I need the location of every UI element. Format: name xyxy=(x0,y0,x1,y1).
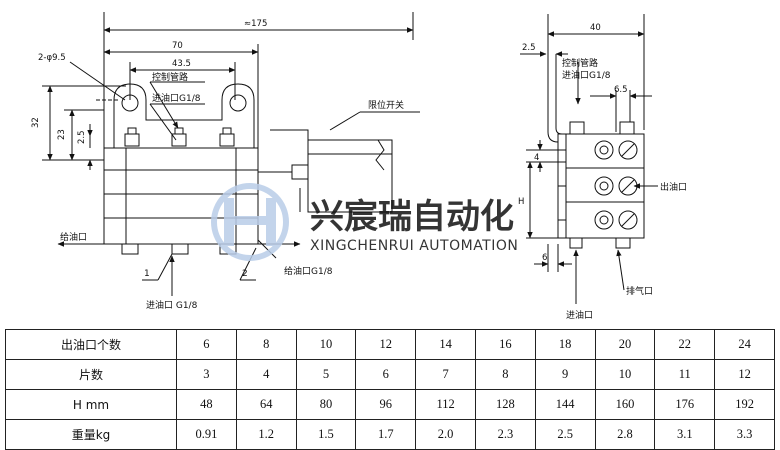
table-cell: 8 xyxy=(474,359,536,390)
table-cell: 80 xyxy=(295,389,357,420)
table-cell: 96 xyxy=(355,389,417,420)
table-cell: 20 xyxy=(594,329,656,360)
table-cell: 2.5 xyxy=(534,419,596,450)
table-cell: 14 xyxy=(415,329,476,360)
row-header: H mm xyxy=(5,389,177,420)
table-cell: 10 xyxy=(594,359,656,390)
table-cell: 12 xyxy=(355,329,417,360)
label-feed-port: 给油口 xyxy=(60,231,87,243)
table-cell: 1.5 xyxy=(295,419,357,450)
table-cell: 128 xyxy=(474,389,536,420)
table-cell: 22 xyxy=(654,329,716,360)
label-feed-port-size: 给油口G1/8 xyxy=(284,265,333,277)
row-header: 重量kg xyxy=(5,419,177,450)
label-inlet-top: 进油口G1/8 xyxy=(152,92,201,104)
table-cell: 10 xyxy=(295,329,357,360)
side-dim-2-5: 2.5 xyxy=(522,43,536,53)
table-cell: 9 xyxy=(534,359,596,390)
side-dim-4: 4 xyxy=(534,153,539,163)
watermark-logo-icon xyxy=(211,183,289,261)
watermark: 兴宸瑞自动化 XINGCHENRUI AUTOMATION xyxy=(211,183,518,261)
watermark-cn: 兴宸瑞自动化 xyxy=(310,197,514,237)
table-cell: 24 xyxy=(714,329,775,360)
side-dim-h: H xyxy=(518,197,524,207)
side-dim-6: 6 xyxy=(542,253,547,263)
technical-drawing: ≈175 70 43.5 2-φ9.5 32 23 2.5 控制管路 进油口G1… xyxy=(31,12,687,321)
side-label-inlet-bottom: 进油口 xyxy=(566,309,593,321)
table-cell: 6 xyxy=(355,359,417,390)
table-cell: 0.91 xyxy=(176,419,237,450)
table-cell: 12 xyxy=(714,359,775,390)
table-cell: 160 xyxy=(594,389,656,420)
label-limit-switch: 限位开关 xyxy=(368,99,404,111)
side-dim-40: 40 xyxy=(590,23,601,33)
table-cell: 112 xyxy=(415,389,476,420)
table-cell: 2.0 xyxy=(415,419,476,450)
dim-70: 70 xyxy=(172,41,183,51)
front-view xyxy=(42,12,420,296)
side-view xyxy=(520,14,658,304)
table-cell: 144 xyxy=(534,389,596,420)
dim-43-5: 43.5 xyxy=(172,59,191,69)
table-cell: 6 xyxy=(176,329,237,360)
table-cell: 16 xyxy=(474,329,536,360)
table-cell: 5 xyxy=(295,359,357,390)
dim-23: 23 xyxy=(57,129,67,140)
side-label-outlet: 出油口 xyxy=(660,181,687,193)
row-header: 片数 xyxy=(5,359,177,390)
table-cell: 3.3 xyxy=(714,419,775,450)
table-cell: 48 xyxy=(176,389,237,420)
side-label-control-pipe: 控制管路 xyxy=(562,57,598,69)
table-cell: 192 xyxy=(714,389,775,420)
side-label-vent: 排气口 xyxy=(626,285,653,297)
table-cell: 11 xyxy=(654,359,716,390)
table-cell: 64 xyxy=(235,389,297,420)
table-cell: 4 xyxy=(235,359,297,390)
dim-32: 32 xyxy=(31,117,41,128)
table-cell: 2.8 xyxy=(594,419,656,450)
table-cell: 3 xyxy=(176,359,237,390)
dim-hole: 2-φ9.5 xyxy=(38,53,66,63)
label-control-pipe: 控制管路 xyxy=(152,71,188,83)
side-dim-6-5: 6.5 xyxy=(614,85,628,95)
watermark-en: XINGCHENRUI AUTOMATION xyxy=(310,238,518,254)
label-inlet-bottom: 进油口 G1/8 xyxy=(146,299,198,311)
table-cell: 3.1 xyxy=(654,419,716,450)
table-cell: 1.2 xyxy=(235,419,297,450)
dim-total: ≈175 xyxy=(244,19,267,29)
table-cell: 7 xyxy=(415,359,476,390)
callout-2: 2 xyxy=(242,269,248,279)
table-cell: 1.7 xyxy=(355,419,417,450)
table-cell: 2.3 xyxy=(474,419,536,450)
dim-2-5: 2.5 xyxy=(77,130,87,144)
table-cell: 176 xyxy=(654,389,716,420)
table-cell: 8 xyxy=(235,329,297,360)
row-header: 出油口个数 xyxy=(5,329,177,360)
callout-1: 1 xyxy=(144,269,150,279)
table-cell: 18 xyxy=(534,329,596,360)
side-view-labels: 40 2.5 6.5 4 H 6 控制管路 进油口G1/8 出油口 排气口 进油… xyxy=(518,23,687,321)
front-view-labels: ≈175 70 43.5 2-φ9.5 32 23 2.5 控制管路 进油口G1… xyxy=(31,19,404,311)
side-label-inlet-top: 进油口G1/8 xyxy=(562,69,611,81)
